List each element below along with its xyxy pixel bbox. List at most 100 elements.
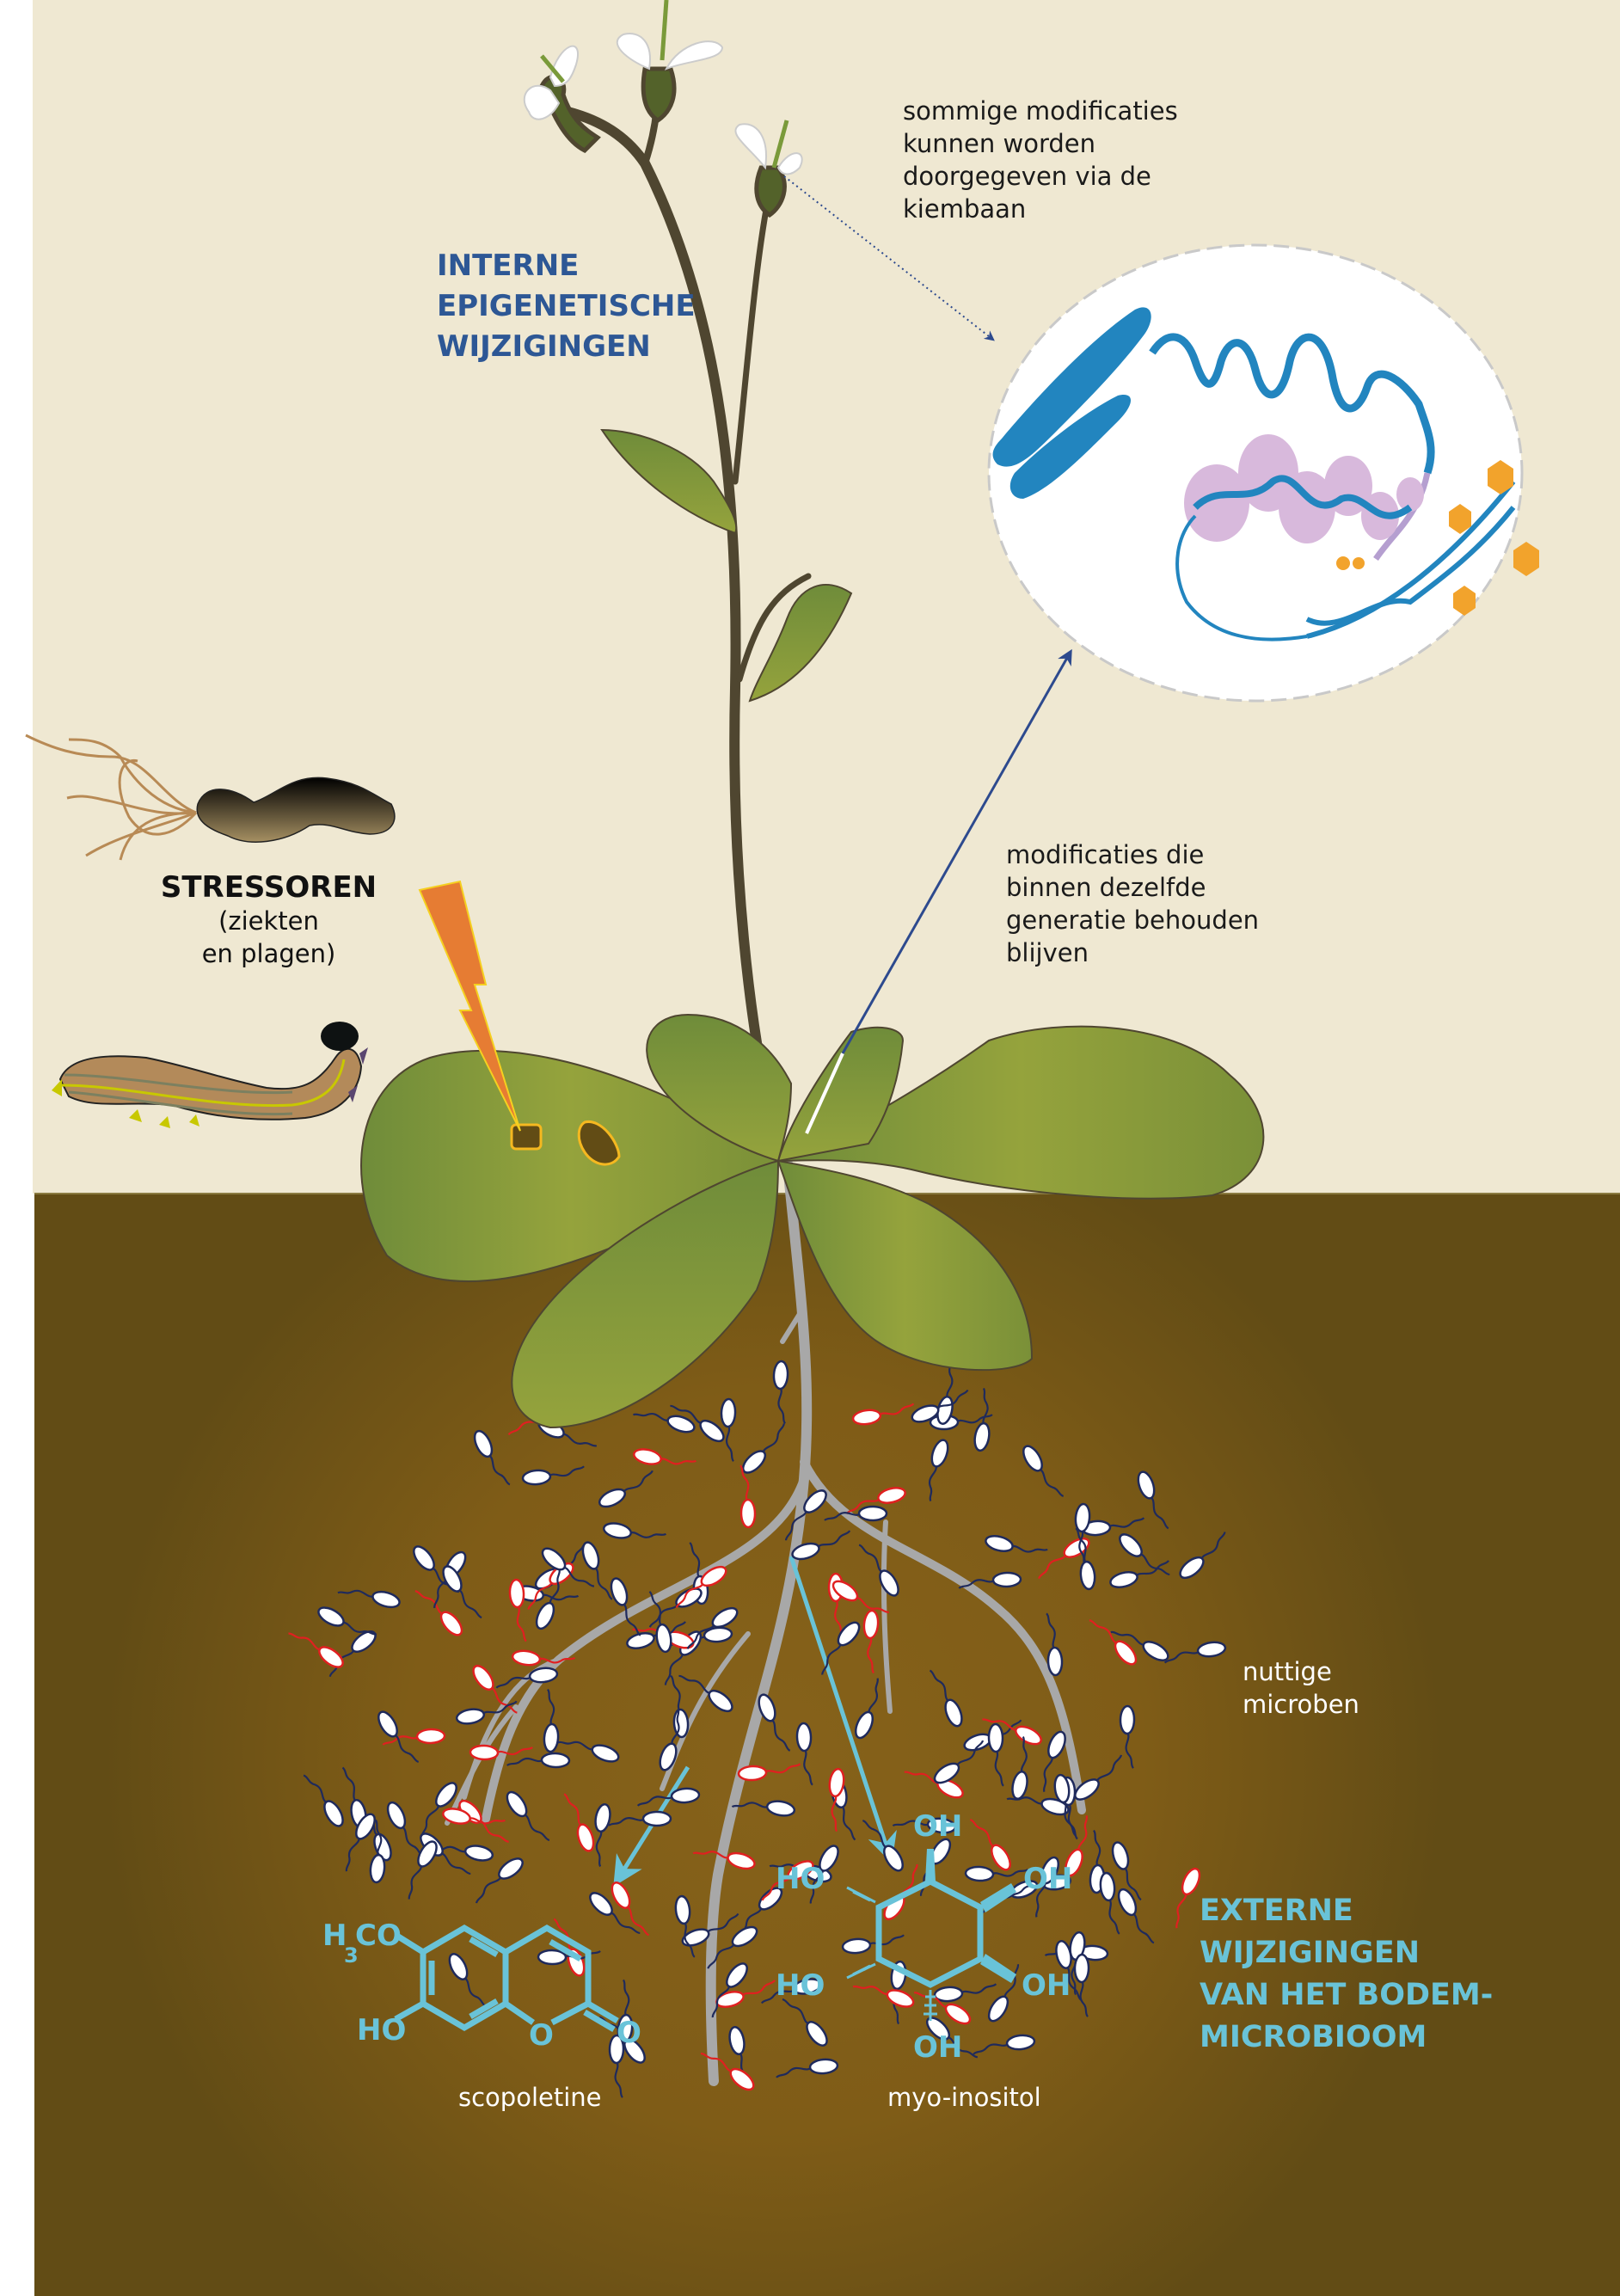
beneficial-microbe	[1163, 1641, 1227, 1664]
beneficial-microbe	[589, 1892, 641, 1935]
beneficial-microbe	[1119, 1704, 1136, 1769]
pathogenic-microbe	[845, 1487, 906, 1515]
pathogenic-microbe	[1175, 1867, 1201, 1929]
beneficial-microbe	[594, 1802, 611, 1868]
internal-changes-title: INTERNE EPIGENETISCHE WIJZIGINGEN	[437, 246, 696, 367]
pathogenic-microbe	[700, 2053, 755, 2091]
pathogenic-microbe	[382, 1728, 446, 1746]
beneficial-microbe	[1069, 1931, 1086, 1996]
external-changes-title: EXTERNE WIJZIGINGEN VAN HET BODEM- MICRO…	[1200, 1890, 1493, 2059]
pathogenic-microbe	[675, 1565, 727, 1608]
beneficial-microbe	[854, 1678, 879, 1740]
pathogenic-microbe	[442, 1808, 506, 1825]
beneficial-microbe	[1137, 1470, 1169, 1530]
internal-title-line: WIJZIGINGEN	[437, 329, 651, 364]
beneficial-microbe	[987, 1964, 1020, 2023]
beneficial-microbe	[964, 1865, 1029, 1882]
beneficial-microbe	[925, 2017, 978, 2059]
arrow-to-myo-inositol	[789, 1556, 897, 1863]
beneficial-microbe	[911, 1389, 969, 1423]
beneficial-microbe	[973, 2034, 1036, 2055]
leaf-right	[777, 1025, 1265, 1200]
beneficial-microbe	[648, 1591, 672, 1654]
beneficial-microbe	[495, 1667, 559, 1689]
beneficial-microbe	[386, 1801, 424, 1857]
dna-fiber	[1149, 333, 1435, 475]
germline-note-line: sommige modificaties	[903, 96, 1178, 126]
pathogenic-microbe	[761, 1860, 814, 1901]
bacterium-icon	[25, 734, 396, 861]
beneficial-microbe	[476, 1857, 524, 1904]
rosette	[360, 1013, 1265, 1429]
beneficial-microbe	[610, 1577, 641, 1636]
beneficial-microbe	[681, 1912, 739, 1947]
beneficial-microbe	[1117, 1888, 1155, 1944]
beneficial-microbe	[535, 1569, 561, 1630]
beneficial-microbe	[1110, 1630, 1169, 1661]
pathogenic-microbe	[472, 1664, 518, 1714]
internal-title-line: EPIGENETISCHE	[437, 289, 696, 323]
beneficial-microbe	[1055, 1940, 1083, 2001]
beneficial-microbe	[670, 1404, 725, 1443]
beneficial-microbe	[603, 1522, 667, 1539]
beneficial-microbe	[541, 1547, 595, 1587]
same-generation-line: generatie behouden	[1006, 906, 1260, 935]
ho-upper-left: HO	[776, 1862, 825, 1896]
pathogenic-microbe	[862, 1609, 880, 1674]
beneficial-microbe	[686, 1606, 739, 1649]
pathogenic-microbe	[831, 1580, 890, 1613]
beneficial-microbe	[933, 1983, 997, 2003]
arrow-same-generation	[841, 648, 1072, 1054]
pathogenic-microbe	[469, 1744, 533, 1761]
germline-note-line: kunnen worden	[903, 129, 1095, 158]
chromosome-icon	[992, 307, 1151, 467]
myo-inositol-label: myo-inositol	[887, 2083, 1041, 2112]
leaf-hole-1	[510, 1123, 543, 1151]
same-generation-note: modificaties die binnen dezelfde generat…	[1006, 838, 1259, 969]
pathogenic-microbe	[563, 1793, 595, 1852]
beneficial-microbe	[772, 1360, 789, 1425]
beneficial-microbe	[760, 1978, 822, 2004]
beneficial-microbe	[928, 1439, 949, 1502]
stressors-sub-line: (ziekten	[218, 906, 319, 936]
beneficial-microbe	[317, 1606, 377, 1636]
beneficial-microbe	[841, 1934, 905, 1955]
beneficial-microbe	[933, 1740, 985, 1784]
external-title-line: VAN HET BODEM-	[1200, 1978, 1494, 2012]
microbes-note-line: microben	[1243, 1690, 1359, 1719]
beneficial-microbe	[1011, 1735, 1028, 1800]
same-generation-line: modificaties die	[1006, 840, 1205, 869]
beneficial-microbe	[776, 2058, 839, 2078]
beneficial-microbe	[1081, 1517, 1145, 1537]
beneficial-microbe	[557, 1740, 620, 1763]
beneficial-microbe	[408, 1840, 438, 1900]
beneficial-microbe	[958, 1571, 1022, 1589]
beneficial-microbe	[1109, 1560, 1169, 1589]
pathogenic-microbe	[611, 1882, 650, 1937]
microbes-note-line: nuttige	[1243, 1657, 1332, 1686]
beneficial-microbe	[858, 1544, 899, 1597]
beneficial-microbe	[731, 1800, 796, 1817]
pathogenic-microbe	[633, 1448, 696, 1465]
beneficial-microbe	[442, 1565, 482, 1619]
beneficial-microbe	[659, 1709, 680, 1771]
stem-leaf-lower	[748, 584, 853, 703]
beneficial-microbe	[303, 1774, 344, 1827]
stressors-sub-line: en plagen)	[201, 939, 336, 968]
same-generation-line: binnen dezelfde	[1006, 873, 1206, 902]
beneficial-microbe	[862, 1820, 904, 1872]
carbonyl-oxygen-label: O	[617, 2016, 641, 2050]
pathogenic-microbe	[851, 1403, 915, 1426]
external-title-line: EXTERNE	[1200, 1894, 1353, 1928]
beneficial-microbe	[369, 1819, 386, 1884]
pathogenic-microbe	[1089, 1619, 1138, 1666]
beneficial-microbe	[809, 1845, 839, 1904]
methoxy-subscript: 3	[344, 1943, 359, 1968]
beneficial-microbe	[448, 1953, 488, 2008]
beneficial-microbe	[795, 1722, 813, 1786]
pathogenic-microbe	[1038, 1538, 1090, 1580]
pathogenic-microbe	[288, 1632, 344, 1668]
pathogenic-microbe	[414, 1590, 463, 1636]
pathogenic-microbe	[969, 1819, 1011, 1871]
same-generation-line: blijven	[1006, 938, 1089, 967]
